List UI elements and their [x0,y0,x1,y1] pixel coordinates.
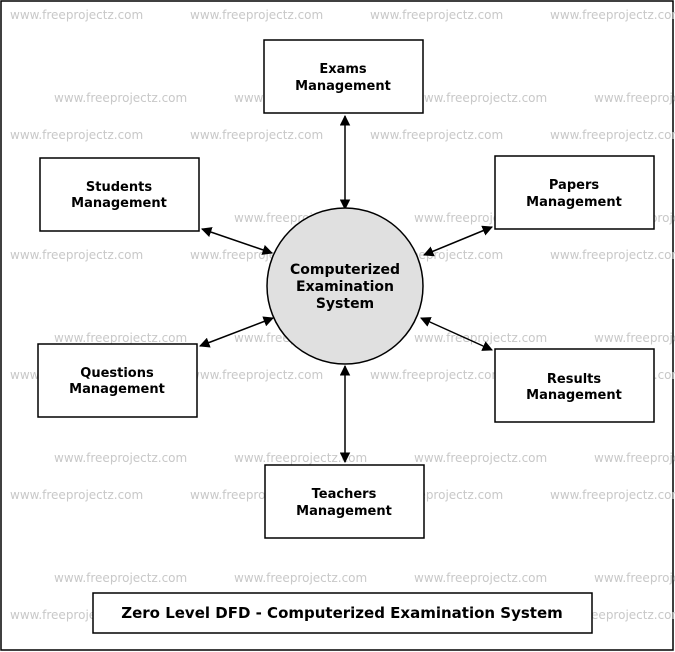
entity-box [263,39,424,114]
process-circle [266,207,424,365]
watermark-text: www.freeprojectz.com [10,128,143,142]
flow-questions [199,316,274,348]
process-label-line-3: System [316,296,374,312]
watermark-text: www.freeprojectz.com [370,368,503,382]
flow-results [420,317,493,351]
entity-label-line-2: Management [69,382,165,397]
watermark-text: www.freeprojectz.com [594,331,675,345]
title-frame [92,592,593,634]
watermark-text: www.freeprojectz.com [414,331,547,345]
watermark-text: www.freeprojectz.com [10,8,143,22]
entity-box [37,343,198,418]
process-label-line-1: Computerized [290,262,400,278]
diagram-title-box: Zero Level DFD - Computerized Examinatio… [92,592,593,634]
entity-results-management: Results Management [494,348,655,423]
data-flows [199,114,493,464]
watermark-text: www.freeprojectz.com [594,91,675,105]
entity-label-line-1: Students [86,180,152,195]
watermark-text: www.freeprojectz.com [54,91,187,105]
entity-label-line-1: Exams [319,62,367,77]
watermark-text: www.freeprojectz.com [54,451,187,465]
entity-label-line-1: Teachers [312,487,377,502]
watermark-text: www.freeprojectz.com [370,128,503,142]
watermark-text: www.freeprojectz.com [550,128,675,142]
watermark-text: www.freeprojectz.com [190,128,323,142]
process-label-line-2: Examination [296,279,394,295]
watermark-text: www.freeprojectz.com [550,488,675,502]
flow-students [201,227,273,255]
entity-students-management: Students Management [39,157,200,232]
watermark-text: www.freeprojectz.com [594,451,675,465]
entity-label-line-2: Management [526,195,622,210]
watermark-text: www.freeprojectz.com [10,488,143,502]
diagram-title: Zero Level DFD - Computerized Examinatio… [121,604,563,622]
watermark-text: www.freeprojectz.com [234,571,367,585]
entity-label-line-1: Questions [80,366,154,381]
entity-exams-management: Exams Management [263,39,424,114]
entity-box [264,464,425,539]
entity-label-line-2: Management [526,388,622,403]
watermark-text: www.freeprojectz.com [54,571,187,585]
entity-questions-management: Questions Management [37,343,198,418]
watermark-text: www.freeprojectz.com [370,8,503,22]
watermark-text: www.freeprojectz.com [234,451,367,465]
entity-box [494,155,655,230]
flow-papers [423,225,493,257]
watermark-text: www.freeprojectz.com [190,368,323,382]
entity-label-line-2: Management [295,79,391,94]
watermark-text: www.freeprojectz.com [594,571,675,585]
watermark-text: www.freeprojectz.com [190,8,323,22]
watermark-text: www.freeprojectz.com [550,248,675,262]
watermark-text: www.freeprojectz.com [550,8,675,22]
entity-label-line-1: Papers [549,178,599,193]
entity-label-line-2: Management [296,504,392,519]
watermark-text: www.freeprojectz.com [54,331,187,345]
watermark-text: www.freeprojectz.com [414,91,547,105]
watermark-text: www.freeprojectz.com [10,248,143,262]
entity-box [39,157,200,232]
watermark-text: www.freeprojectz.com [414,451,547,465]
watermark-text: www.freeprojectz.com [414,571,547,585]
entity-label-line-2: Management [71,196,167,211]
entity-box [494,348,655,423]
entity-papers-management: Papers Management [494,155,655,230]
process-computerized-examination-system: Computerized Examination System [266,207,424,365]
entity-teachers-management: Teachers Management [264,464,425,539]
entity-label-line-1: Results [547,372,601,387]
